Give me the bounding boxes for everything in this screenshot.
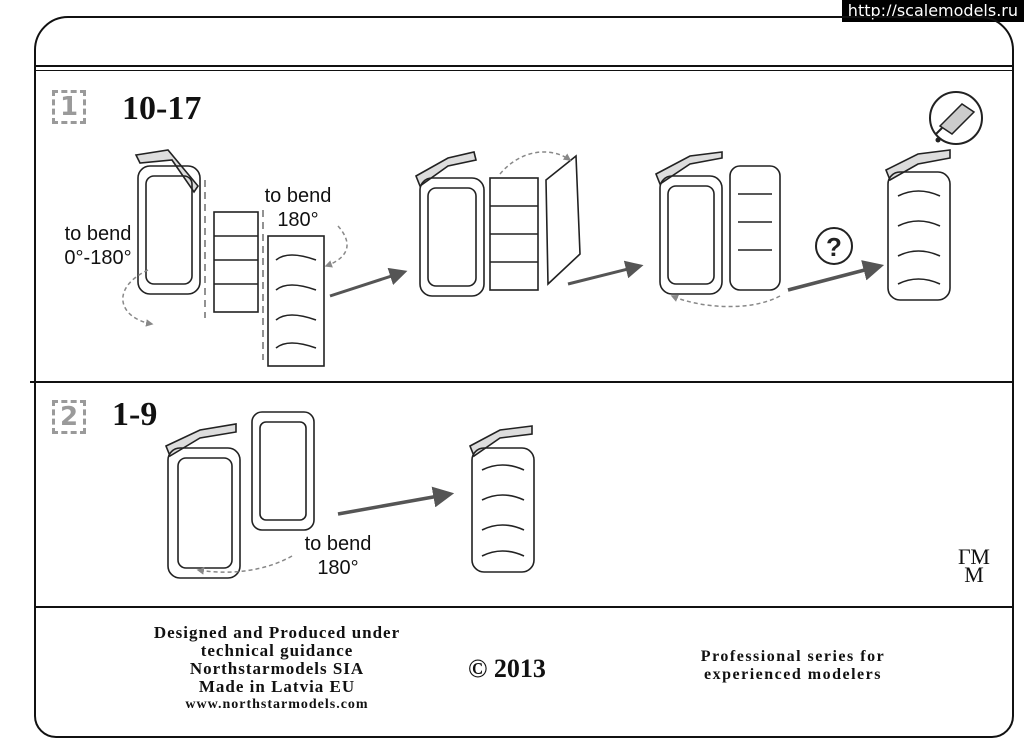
step-1-parts: 10-17	[122, 90, 202, 127]
part-frame-bending	[414, 151, 581, 297]
glue-tube-icon	[929, 91, 983, 145]
copyright: © 2013	[468, 654, 546, 683]
bend-note-3: to bend 180°	[304, 533, 372, 579]
question-text: ?	[826, 232, 842, 262]
bend-arrow-icon	[324, 225, 348, 268]
bend-arrow-icon	[670, 294, 781, 308]
footer-line-1: Designed and Produced under	[153, 623, 401, 642]
step-number-1: 1	[52, 90, 86, 124]
bend-note-1: to bend 0°-180°	[64, 223, 132, 269]
bend-note-2: to bend 180°	[264, 185, 332, 231]
part-fret-1	[134, 149, 325, 367]
bend-arrow-icon	[122, 269, 154, 327]
footer-divider	[36, 606, 1012, 608]
footer-credits: Designed and Produced under technical gu…	[48, 624, 506, 714]
part-frame-open	[654, 151, 781, 295]
brand-logo: ГМ М	[958, 544, 990, 587]
bend-arrow-icon	[499, 151, 572, 175]
question-icon: ?	[815, 227, 853, 265]
step-2-parts: 1-9	[112, 396, 158, 433]
part-frame-finished	[884, 149, 951, 301]
part-frame-step2-finished	[468, 425, 535, 573]
footer-line-4: Made in Latvia EU	[198, 677, 356, 696]
arrow-icon	[567, 260, 644, 286]
instruction-frame	[34, 16, 1014, 738]
header-divider-thin	[36, 70, 1012, 71]
step-divider	[30, 381, 1012, 383]
header-divider	[36, 65, 1012, 67]
arrow-icon	[337, 486, 455, 516]
bend-arrow-icon	[196, 555, 293, 575]
footer-website: www.northstarmodels.com	[185, 697, 369, 712]
footer-line-3: Northstarmodels SIA	[189, 659, 365, 678]
arrow-icon	[329, 267, 408, 298]
part-frame-step2	[164, 411, 315, 579]
series-note: Professional series for experienced mode…	[700, 648, 886, 683]
footer-line-2: technical guidance	[200, 641, 354, 660]
step-number-2: 2	[52, 400, 86, 434]
arrow-icon	[787, 260, 885, 292]
